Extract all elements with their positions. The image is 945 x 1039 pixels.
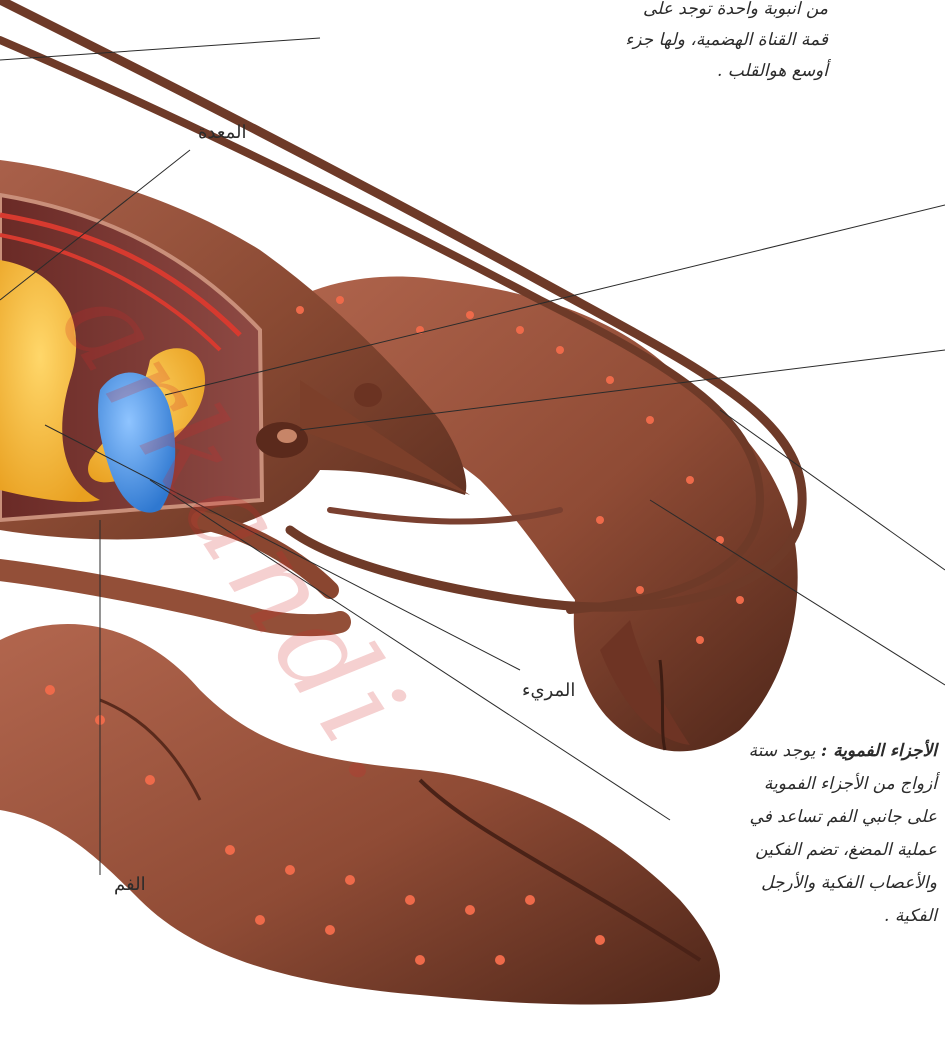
mouthparts-line: والأعصاب الفكية والأرجل bbox=[675, 867, 937, 900]
heart-note: من انبوبة واحدة توجد على قمة القناة الهض… bbox=[598, 0, 828, 87]
heart-note-line: من انبوبة واحدة توجد على bbox=[598, 0, 828, 25]
stomach-label: المعدة bbox=[198, 122, 246, 143]
mouthparts-line: أزواج من الأجزاء الفموية bbox=[675, 768, 937, 801]
esophagus-label: المريء bbox=[522, 680, 575, 701]
heart-note-line: أوسع هوالقلب . bbox=[598, 56, 828, 87]
mouthparts-note: الأجزاء الفموية : يوجد ستة أزواج من الأج… bbox=[675, 735, 937, 933]
mouthparts-line: يوجد ستة bbox=[749, 741, 816, 761]
mouthparts-line: عملية المضغ، تضم الفكين bbox=[675, 834, 937, 867]
mouthparts-line: الفكية . bbox=[675, 900, 937, 933]
mouthparts-title: الأجزاء الفموية : bbox=[821, 741, 937, 761]
mouth-label: الفم bbox=[114, 874, 146, 895]
heart-note-line: قمة القناة الهضمية، ولها جزء bbox=[598, 25, 828, 56]
mouthparts-line: على جانبي الفم تساعد في bbox=[675, 801, 937, 834]
